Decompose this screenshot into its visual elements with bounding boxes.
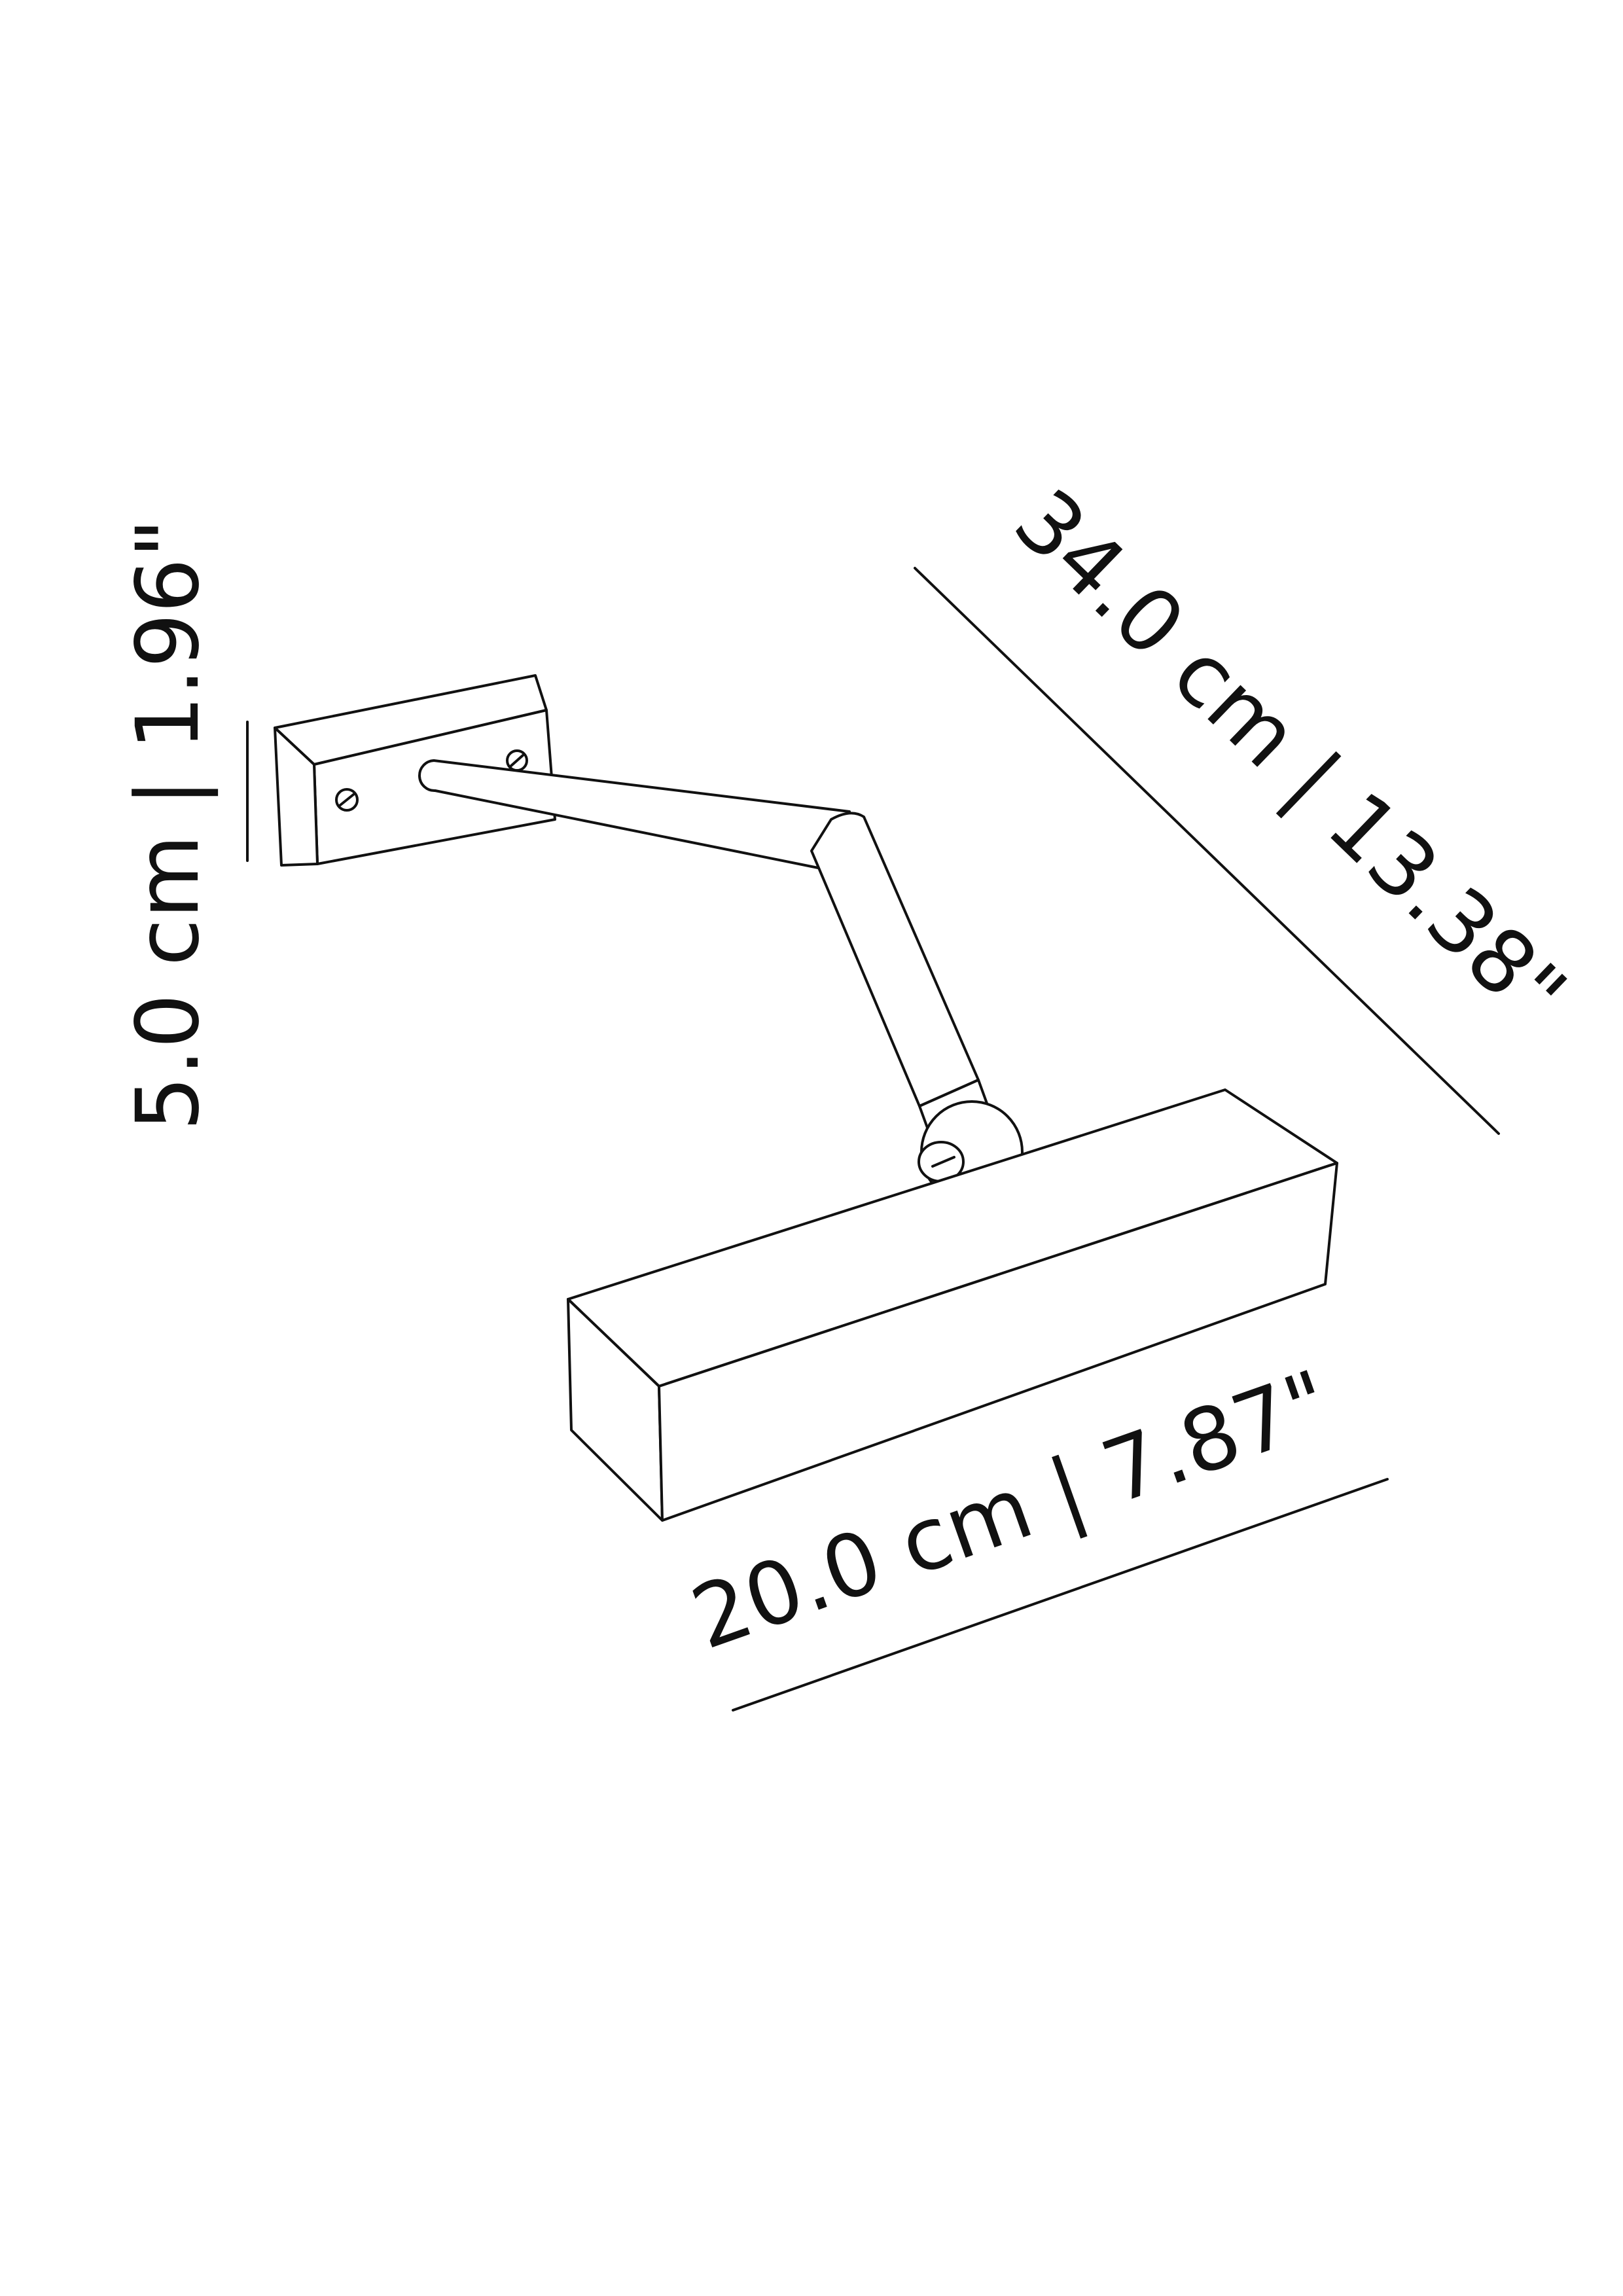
diagonal-dimension: 34.0 cm | 13.38" bbox=[914, 471, 1585, 1135]
width-dimension-line bbox=[732, 1478, 1389, 1712]
height-label: 5.0 cm | 1.96" bbox=[118, 518, 219, 1131]
diagonal-dimension-line bbox=[914, 567, 1500, 1135]
upper-arm bbox=[418, 759, 851, 872]
diagonal-label: 34.0 cm | 13.38" bbox=[995, 471, 1585, 1045]
light-bar bbox=[567, 1088, 1338, 1522]
screw-hole-left bbox=[335, 788, 359, 812]
lower-arm bbox=[810, 812, 993, 1143]
screw-hole-right bbox=[506, 749, 528, 772]
height-dimension: 5.0 cm | 1.96" bbox=[118, 518, 249, 1131]
